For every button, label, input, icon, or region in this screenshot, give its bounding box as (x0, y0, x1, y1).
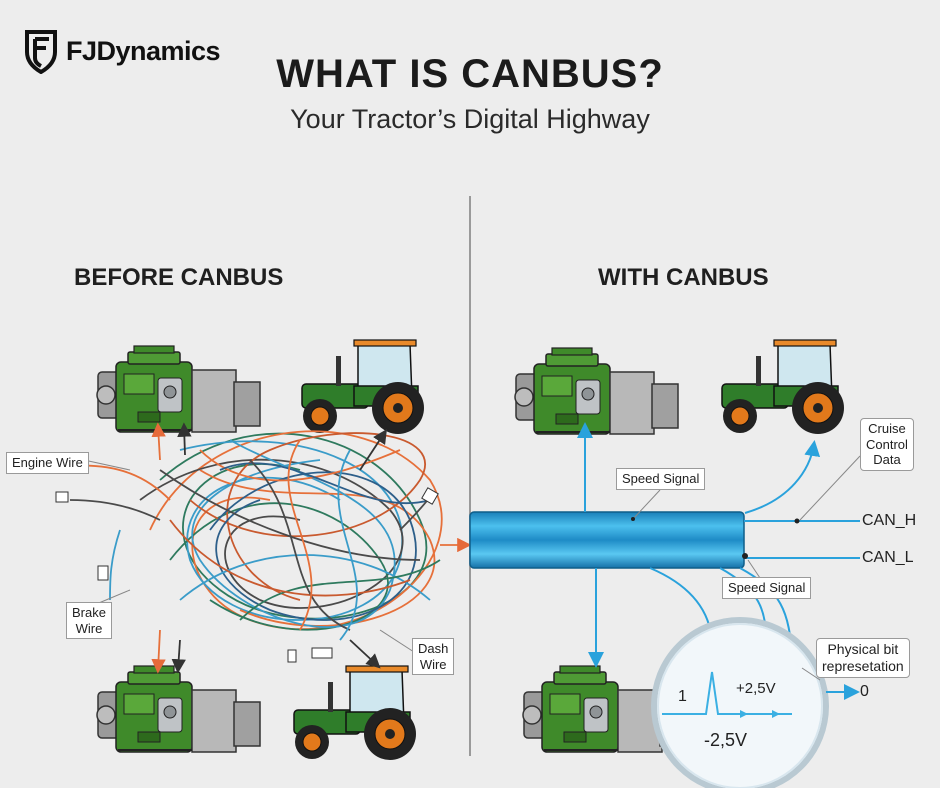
connector-plug-icon (311, 647, 333, 659)
before-canbus-title: BEFORE CANBUS (74, 264, 284, 291)
with-canbus-title: WITH CANBUS (598, 264, 769, 291)
tangled-wires (139, 430, 443, 641)
brake-wire-label: Brake Wire (66, 602, 112, 640)
page-subtitle: Your Tractor’s Digital Highway (290, 104, 650, 134)
connector-plug-icon (287, 649, 297, 663)
brand-name: FJDynamics (66, 35, 221, 66)
left-engine-bottom (96, 665, 261, 753)
fjd-shield-icon (25, 30, 57, 74)
section-divider (469, 196, 471, 756)
dash-wire-label: Dash Wire (412, 638, 455, 676)
right-engine-top (514, 347, 679, 435)
signal-plus-label: +2,5V (736, 680, 776, 697)
speed-signal-top-label: Speed Signal (616, 468, 706, 490)
brand-logo: FJDynamics (24, 28, 221, 74)
left-engine-top (96, 345, 261, 433)
left-tractor-top (301, 339, 425, 435)
can-l-label: CAN_L (862, 549, 914, 566)
signal-minus-label: -2,5V (704, 730, 748, 750)
left-tractor-bottom (293, 665, 417, 761)
physical-bit-label: Physical bit represetation (816, 638, 910, 678)
connector-plug-icon (421, 487, 439, 505)
signal-bit-label: 1 (678, 688, 687, 705)
can-h-label: CAN_H (862, 512, 917, 529)
connector-plug-icon (55, 491, 69, 503)
arrow-zero-label: 0 (860, 683, 869, 700)
physical-signal-magnifier (651, 617, 829, 788)
speed-signal-bottom-label: Speed Signal (722, 577, 812, 599)
cruise-control-label: Cruise Control Data (860, 418, 914, 471)
right-tractor-top (721, 339, 845, 435)
connector-plug-icon (97, 565, 109, 581)
page-title: WHAT IS CANBUS? (276, 52, 664, 96)
engine-wire-label: Engine Wire (6, 452, 89, 474)
canbus-cable (469, 511, 745, 569)
